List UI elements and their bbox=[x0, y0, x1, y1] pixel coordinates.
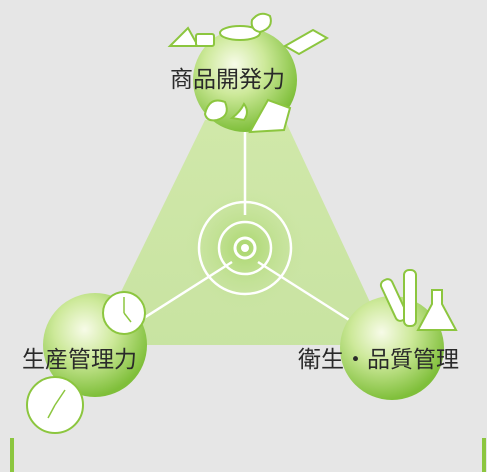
food-icons bbox=[167, 12, 330, 134]
clock-icon bbox=[26, 291, 146, 434]
label-product-development: 商品開発力 bbox=[170, 67, 285, 93]
left-edge-bar bbox=[10, 438, 14, 472]
right-sphere bbox=[340, 296, 444, 400]
label-hygiene-quality: 衛生・品質管理 bbox=[298, 347, 459, 373]
label-production-management: 生産管理力 bbox=[22, 347, 137, 373]
test-tube-icon bbox=[379, 269, 417, 327]
flask-icon bbox=[416, 289, 458, 331]
target-icon bbox=[197, 200, 293, 296]
right-edge-bar bbox=[482, 438, 486, 472]
